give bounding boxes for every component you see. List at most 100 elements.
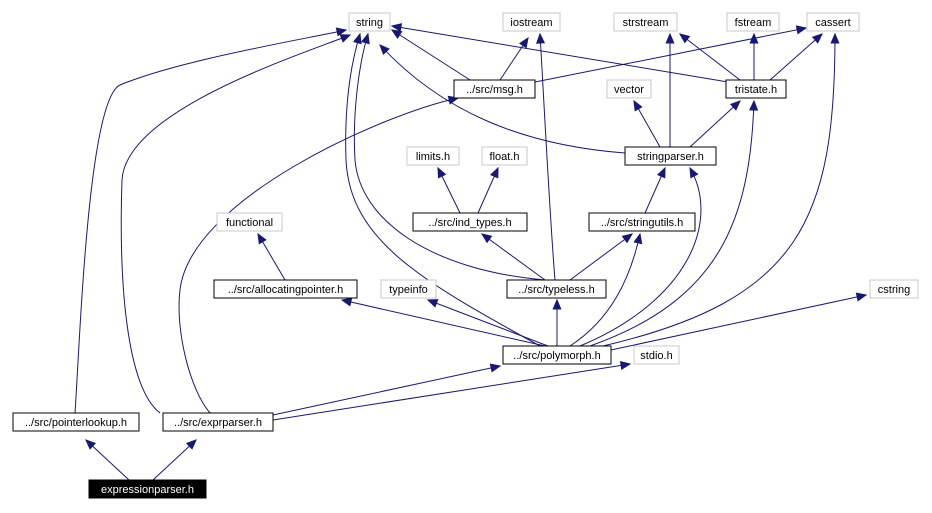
node-allocatingpointer[interactable]: ../src/allocatingpointer.h [213, 279, 358, 299]
node-stringparser[interactable]: stringparser.h [624, 146, 717, 166]
arrowhead [621, 233, 634, 244]
edge-polymorph-to-typeinfo [426, 299, 549, 347]
edge-line [272, 363, 631, 421]
node-box [453, 79, 536, 99]
edge-polymorph-to-cassert [602, 32, 840, 347]
arrowhead [689, 166, 699, 179]
node-box [588, 212, 696, 232]
node-label: functional [226, 217, 273, 229]
node-functional: functional [216, 212, 283, 232]
node-box [12, 412, 140, 432]
node-box [506, 279, 607, 299]
edge-stringparser-to-strstream [665, 32, 675, 147]
arrowhead [678, 33, 691, 44]
arrowhead [619, 360, 632, 370]
arrowhead [257, 232, 267, 245]
node-label: typeinfo [389, 284, 428, 296]
arrowhead [535, 32, 546, 44]
arrowhead [390, 29, 403, 39]
arrowhead [749, 99, 759, 111]
edge-typeless-to-iostream [535, 32, 556, 281]
node-box [869, 279, 919, 299]
edge-msg-to-iostream [499, 36, 529, 81]
edge-line [610, 294, 867, 351]
arrowhead [489, 166, 499, 179]
node-label: limits.h [416, 151, 450, 163]
node-ind_types[interactable]: ../src/ind_types.h [412, 212, 528, 232]
edge-ind_types-to-float [477, 166, 499, 214]
node-label: ../src/ind_types.h [428, 217, 511, 229]
edge-tristate-to-string [390, 23, 729, 83]
node-label: ../src/polymorph.h [513, 350, 600, 362]
edge-line [272, 365, 501, 416]
node-string: string [348, 12, 391, 32]
edge-line [679, 33, 741, 81]
arrowhead [729, 100, 741, 111]
edge-msg-to-string [390, 29, 471, 81]
node-expressionparser: expressionparser.h [88, 479, 207, 499]
edge-polymorph-to-cstring [610, 292, 868, 351]
node-polymorph[interactable]: ../src/polymorph.h [502, 345, 612, 365]
arrowhead [489, 363, 502, 373]
edge-stringparser-to-tristate [689, 100, 741, 148]
node-box [213, 279, 358, 299]
edge-pointerlookup-to-string [74, 27, 348, 414]
node-exprparser[interactable]: ../src/exprparser.h [162, 412, 274, 432]
node-label: vector [614, 84, 644, 96]
node-box [606, 79, 652, 99]
arrowhead [185, 439, 197, 450]
arrowhead [352, 32, 362, 45]
node-pointerlookup[interactable]: ../src/pointerlookup.h [12, 412, 140, 432]
arrowhead [633, 232, 643, 245]
node-box [725, 79, 787, 99]
node-label: stdio.h [640, 350, 672, 362]
edge-tristate-to-fstream [749, 32, 759, 80]
edge-line [353, 33, 546, 281]
arrowhead [480, 233, 493, 244]
node-box [502, 12, 561, 32]
edge-polymorph-to-typeless [552, 298, 562, 346]
edge-line [178, 97, 459, 414]
node-label: stringparser.h [637, 151, 704, 163]
arrowhead [665, 32, 675, 44]
node-label: ../src/typeless.h [518, 284, 594, 296]
node-label: cstring [878, 284, 910, 296]
arrowhead [552, 298, 562, 310]
node-typeinfo: typeinfo [380, 279, 437, 299]
arrowhead [379, 44, 390, 56]
edge-exprparser-to-stdio [272, 360, 632, 421]
node-iostream: iostream [502, 12, 561, 32]
node-fstream: fstream [726, 12, 780, 32]
node-box [162, 412, 274, 432]
arrowhead [340, 297, 353, 307]
edge-typeless-to-stringutils [569, 233, 634, 281]
node-label: ../src/pointerlookup.h [25, 417, 127, 429]
node-strstream: strstream [613, 12, 678, 32]
node-box [806, 12, 860, 32]
arrowhead [749, 32, 759, 44]
edge-polymorph-to-allocatingpointer [340, 297, 546, 347]
node-box [412, 212, 528, 232]
node-box [633, 345, 680, 365]
node-box [216, 212, 283, 232]
arrowhead [518, 36, 529, 49]
arrowhead [830, 32, 840, 44]
edge-stringparser-to-vector [633, 99, 661, 148]
edge-line [345, 33, 541, 347]
node-tristate[interactable]: tristate.h [725, 79, 787, 99]
arrowhead [390, 23, 403, 33]
node-float: float.h [481, 146, 528, 166]
edge-line [85, 439, 130, 481]
node-msg[interactable]: ../src/msg.h [453, 79, 536, 99]
edge-exprparser-to-msg [178, 95, 460, 414]
arrowhead [437, 166, 447, 179]
node-cstring: cstring [869, 279, 919, 299]
node-stringutils[interactable]: ../src/stringutils.h [588, 212, 696, 232]
edge-ind_types-to-limits [437, 166, 461, 214]
node-label: cassert [815, 17, 850, 29]
edge-polymorph-to-string [345, 32, 541, 347]
node-typeless[interactable]: ../src/typeless.h [506, 279, 607, 299]
node-label: ../src/exprparser.h [174, 417, 262, 429]
edge-line [579, 167, 702, 347]
